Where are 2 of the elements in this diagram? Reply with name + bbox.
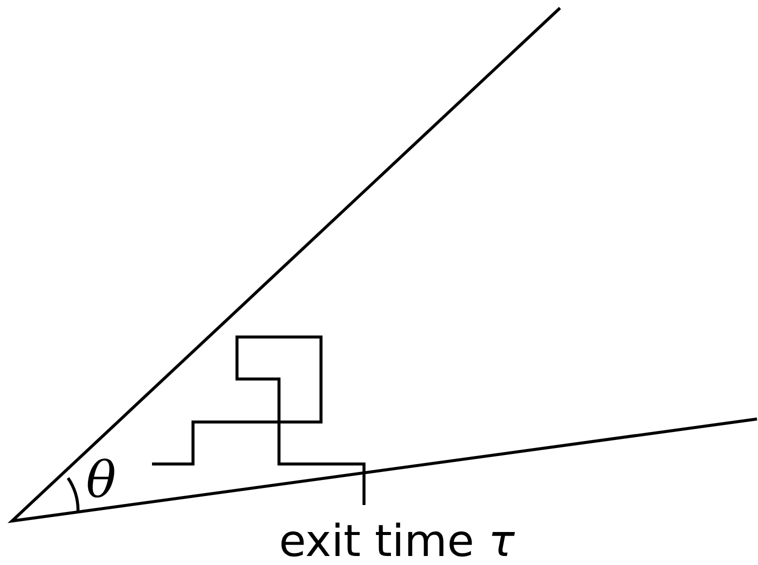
angle-label: θ <box>86 455 116 505</box>
exit-time-label: exit time τ <box>279 520 515 564</box>
